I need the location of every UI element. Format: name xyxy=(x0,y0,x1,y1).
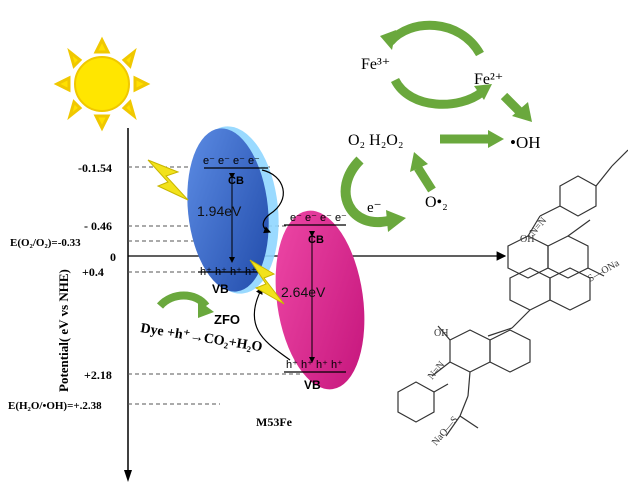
tick-cb-zfo: -0.1.54 xyxy=(78,161,112,175)
m53fe-holes: h⁺ h⁺ h⁺ h⁺ xyxy=(286,359,343,371)
dye-molecule-labels: OH N=N S—ONa OH N=N NaO—S xyxy=(426,215,622,447)
fenton-cycle xyxy=(340,20,532,232)
tick-vb-m53: +2.18 xyxy=(84,368,112,382)
tick-h2o: E(H₂O/•OH)=+.2.38 xyxy=(8,400,102,412)
lightning-bolt-icon xyxy=(249,259,285,305)
molecule-sulfonate-bottom: NaO—S xyxy=(430,414,461,447)
sun-icon xyxy=(53,36,151,132)
dye-molecule-icon xyxy=(397,149,628,437)
o2-h2o2-label: O₂ H₂O₂ xyxy=(348,132,403,149)
zfo-cb-label: CB xyxy=(228,175,244,187)
m53fe-electrons: e⁻ e⁻ e⁻ e⁻ xyxy=(290,212,347,224)
molecule-sulfonate-top: S—ONa xyxy=(586,258,622,285)
hole-transfer-curve xyxy=(253,286,291,361)
molecule-oh-bottom: OH xyxy=(434,328,448,339)
electron-transfer-curve xyxy=(261,169,284,234)
electron-label: e⁻ xyxy=(367,200,382,216)
tick-zero: 0 xyxy=(110,250,116,264)
m53fe-name: M53Fe xyxy=(256,415,293,429)
molecule-oh-top: OH xyxy=(520,234,534,245)
tick-o2: E(O₂/O₂)=-0.33 xyxy=(10,237,81,249)
zfo-holes: h⁺ h⁺ h⁺ h⁺ xyxy=(200,266,257,278)
molecule-azo-bottom: N=N xyxy=(426,359,447,381)
potential-axis-arrowhead xyxy=(124,470,132,482)
axis-label: Potential( eV vs NHE) xyxy=(56,269,71,392)
zfo-electrons: e⁻ e⁻ e⁻ e⁻ xyxy=(203,155,260,167)
zfo-gap-label: 1.94eV xyxy=(197,203,242,219)
superoxide-label: O•₂ xyxy=(425,194,448,211)
m53fe-cb-label: CB xyxy=(308,234,324,246)
dye-reaction: Dye +h⁺→CO₂+H₂O xyxy=(139,321,263,355)
tick-vb-zfo: +0.4 xyxy=(82,265,104,279)
m53fe-band xyxy=(275,210,365,390)
m53fe-vb-label: VB xyxy=(304,378,321,392)
degradation-arrow-icon xyxy=(156,291,210,309)
fe3-label: Fe³⁺ xyxy=(361,56,390,73)
m53fe-gap-label: 2.64eV xyxy=(281,284,326,300)
lightning-bolt-icon xyxy=(147,159,189,201)
zfo-name: ZFO xyxy=(214,312,240,327)
hydroxyl-radical-label: •OH xyxy=(510,133,541,152)
zfo-vb-label: VB xyxy=(212,282,229,296)
axis-ticks: -0.1.54 - 0.46 E(O₂/O₂)=-0.33 0 +0.4 +2.… xyxy=(8,161,116,412)
tick-cb-m53: - 0.46 xyxy=(84,219,112,233)
degradation-arrowhead xyxy=(198,300,214,318)
molecule-azo-top: N=N xyxy=(528,215,549,237)
fe2-label: Fe²⁺ xyxy=(474,71,503,88)
